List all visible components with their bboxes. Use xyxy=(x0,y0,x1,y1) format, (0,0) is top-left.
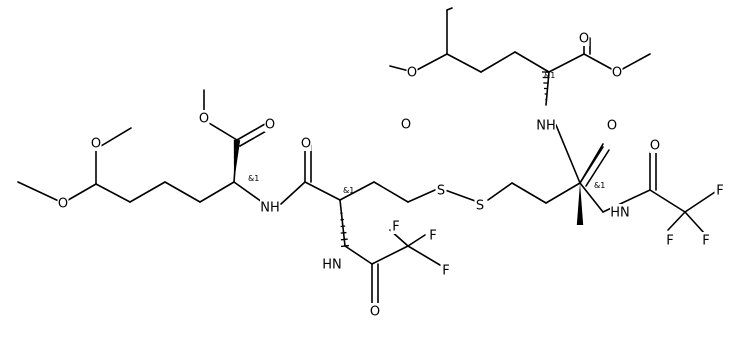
amide-nitrogen: HN xyxy=(610,206,630,221)
wedge-bond xyxy=(233,139,241,182)
amide-nitrogen: NH xyxy=(536,119,556,134)
single-bond xyxy=(373,181,409,203)
single-bond xyxy=(487,182,513,201)
label-knockout xyxy=(406,64,418,80)
single-bond xyxy=(164,181,201,203)
stereo-descriptor: &1 xyxy=(248,174,259,183)
label-knockout xyxy=(611,64,623,80)
label-knockout xyxy=(264,116,276,132)
single-bond xyxy=(446,53,482,73)
label-knockout xyxy=(390,218,402,234)
double-bond xyxy=(236,123,266,141)
double-bond xyxy=(585,149,610,187)
single-bond xyxy=(280,181,306,205)
double-bond xyxy=(579,146,604,184)
label-knockout xyxy=(260,199,280,215)
label-knockout xyxy=(198,110,210,126)
single-bond xyxy=(684,211,706,235)
single-bond xyxy=(95,183,131,203)
fluorine-atom: F xyxy=(716,184,723,199)
single-bond xyxy=(339,199,346,247)
single-bond xyxy=(95,127,132,150)
single-bond xyxy=(412,53,448,73)
single-bond xyxy=(649,189,686,213)
atom-label-layer: O O O O NH O S S HN O F F F O O O O NH O HN O F F F&1&1&1&1 xyxy=(57,30,726,320)
label-knockout xyxy=(440,262,452,278)
label-knockout xyxy=(435,182,447,198)
label-knockout xyxy=(714,182,726,198)
single-bond xyxy=(480,51,516,73)
bond-layer xyxy=(17,7,719,306)
single-bond xyxy=(555,124,581,184)
fluorine-atom: F xyxy=(429,229,436,244)
label-knockout xyxy=(536,117,556,133)
fluorine-atom: F xyxy=(666,234,673,249)
fluorine-atom: F xyxy=(442,264,449,279)
amide-nitrogen: HN xyxy=(322,258,342,273)
single-bond xyxy=(667,211,686,231)
label-knockout xyxy=(369,303,381,319)
label-knockout xyxy=(300,135,312,151)
label-knockout xyxy=(400,116,412,132)
sulfur-atom: S xyxy=(476,199,484,214)
double-bond xyxy=(239,129,269,147)
oxygen-atom: O xyxy=(650,139,660,154)
single-bond xyxy=(407,234,426,247)
single-bond xyxy=(129,181,166,203)
label-knockout xyxy=(649,137,661,153)
oxygen-atom: O xyxy=(579,32,589,47)
oxygen-atom: O xyxy=(58,197,68,212)
amide-nitrogen: NH xyxy=(260,201,280,216)
oxygen-atom: O xyxy=(265,118,275,133)
label-knockout xyxy=(664,232,676,248)
single-bond xyxy=(684,189,719,213)
single-bond xyxy=(233,181,263,203)
single-bond xyxy=(579,182,604,213)
single-bond xyxy=(511,182,547,204)
oxygen-atom: O xyxy=(401,118,411,133)
label-knockout xyxy=(606,117,618,133)
label-knockout xyxy=(578,30,590,46)
oxygen-atom: O xyxy=(612,66,622,81)
label-knockout xyxy=(57,195,69,211)
label-knockout xyxy=(700,232,712,248)
hashed-bond xyxy=(340,238,348,241)
oxygen-atom: O xyxy=(407,66,417,81)
single-bond xyxy=(339,181,375,201)
single-bond xyxy=(444,189,479,203)
single-bond xyxy=(199,181,235,203)
single-bond xyxy=(344,245,373,265)
oxygen-atom: O xyxy=(91,137,101,152)
label-knockout xyxy=(427,227,439,243)
single-bond xyxy=(407,245,446,269)
oxygen-atom: O xyxy=(607,119,617,134)
stereo-descriptor: &1 xyxy=(343,186,354,195)
oxygen-atom: O xyxy=(370,305,380,320)
label-knockout xyxy=(322,256,342,272)
fluorine-atom: F xyxy=(702,234,709,249)
wedge-bond xyxy=(576,183,584,225)
single-bond xyxy=(17,181,64,204)
hashed-bond xyxy=(340,244,350,248)
oxygen-atom: O xyxy=(301,137,311,152)
hashed-bond xyxy=(340,231,347,234)
stereo-descriptor: &1 xyxy=(594,181,605,190)
single-bond xyxy=(304,181,341,201)
sulfur-atom: S xyxy=(437,184,445,199)
single-bond xyxy=(446,7,453,11)
stereo-descriptor: &1 xyxy=(544,71,555,80)
label-knockout xyxy=(90,135,102,151)
single-bond xyxy=(514,51,550,73)
label-knockout xyxy=(610,204,630,220)
label-knockout xyxy=(474,197,486,213)
single-bond xyxy=(407,189,436,203)
single-bond xyxy=(371,245,409,265)
fluorine-atom: F xyxy=(392,220,399,235)
single-bond xyxy=(548,53,585,73)
single-bond xyxy=(545,182,581,204)
oxygen-atom: O xyxy=(199,112,209,127)
